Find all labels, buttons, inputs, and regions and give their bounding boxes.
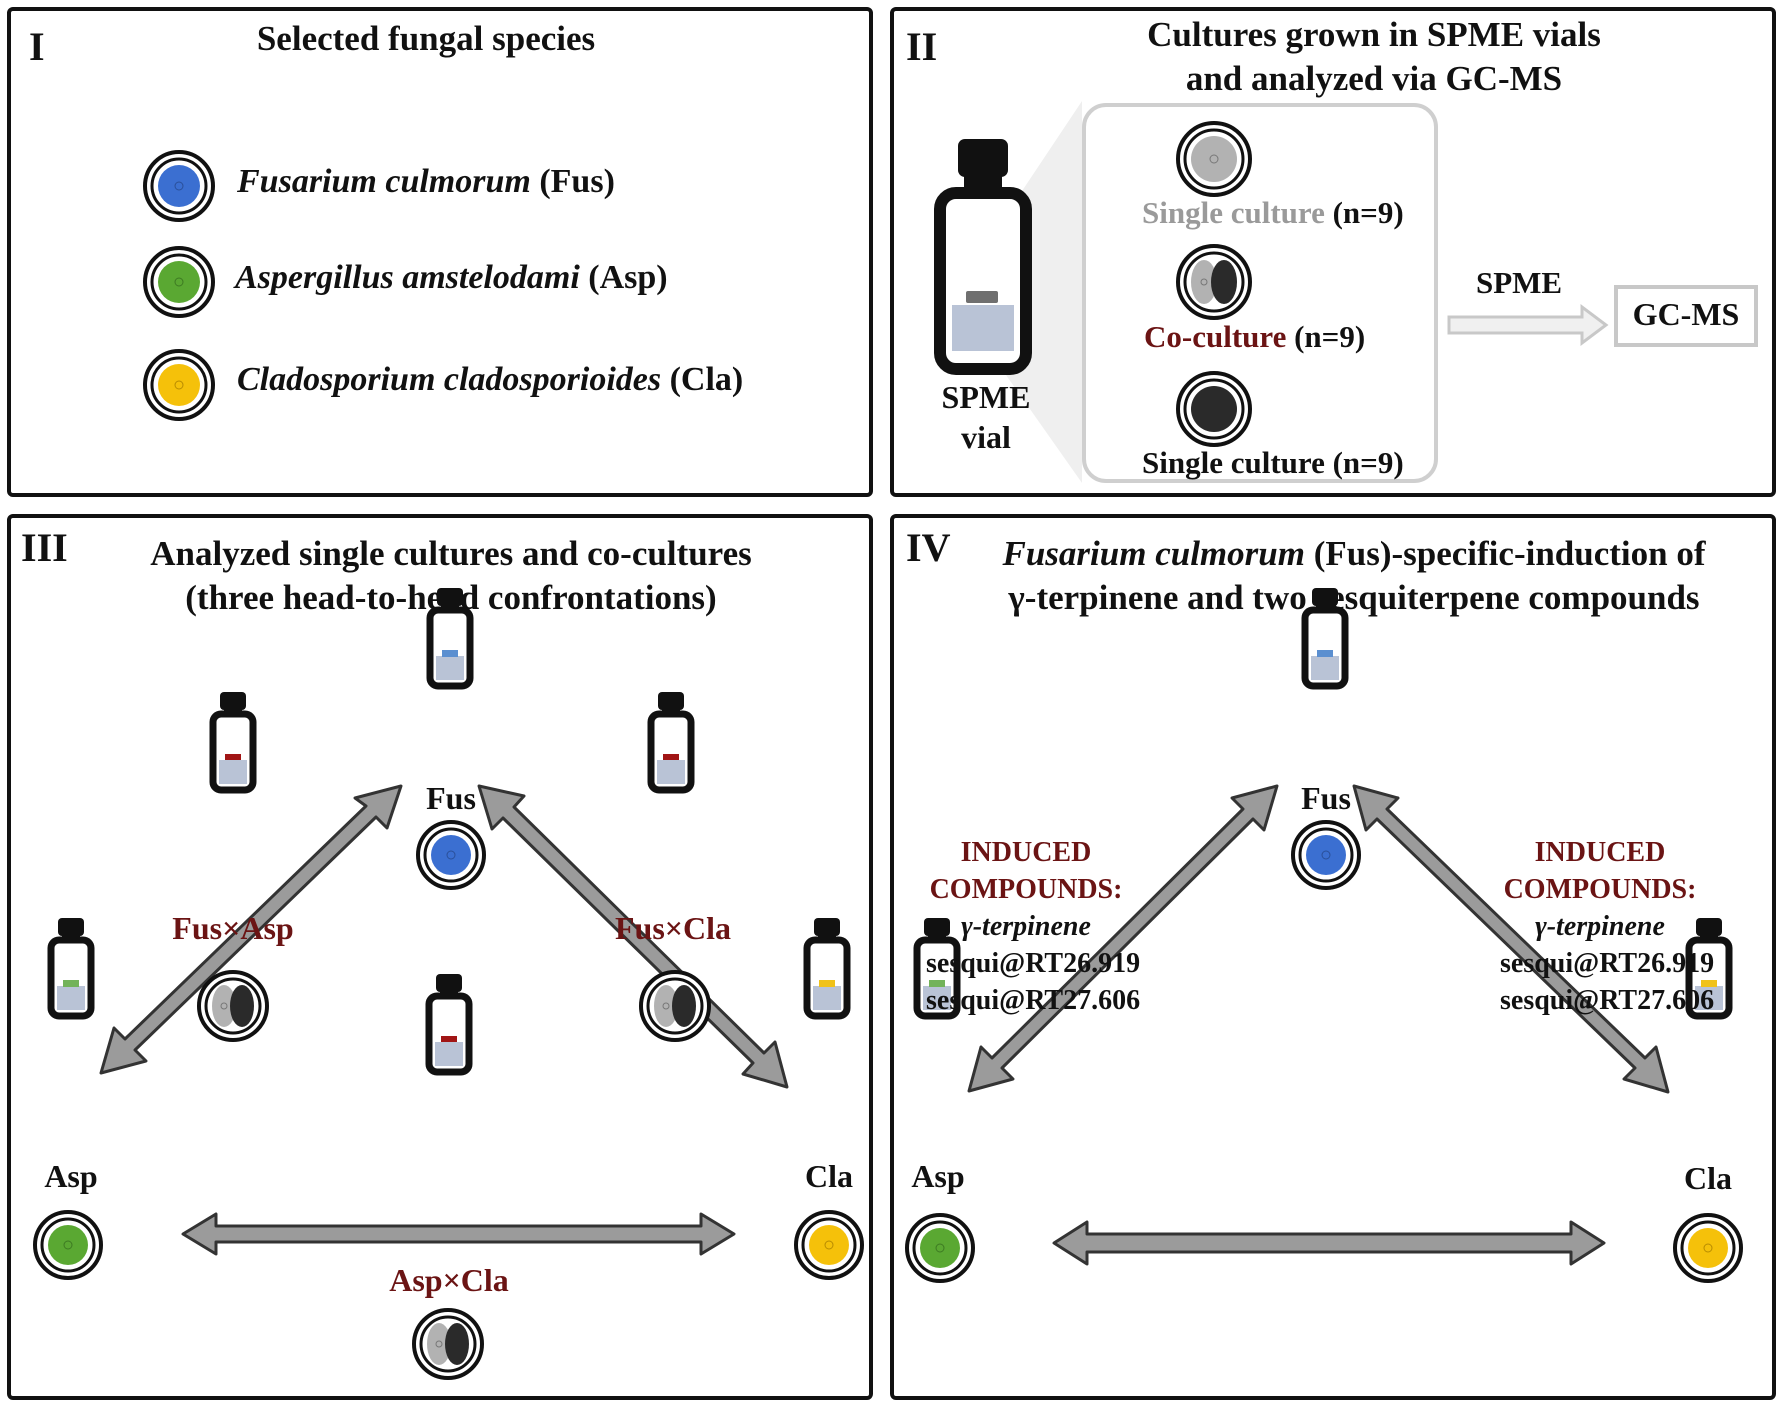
label-fus: Fus (426, 780, 476, 816)
arrow-fus-cla (1352, 784, 1670, 1094)
label-fus-cla: Fus×Cla (614, 910, 732, 946)
panel-title-line2: and analyzed via GC-MS (1185, 59, 1563, 98)
induction-triangle (905, 518, 1743, 1283)
species-name: Cladosporium cladosporioides (237, 361, 662, 398)
panel-number: III (21, 525, 68, 570)
vial-fus-icon (1305, 588, 1345, 686)
fus-cla-coculture-dish-icon (639, 970, 711, 1042)
single-culture-text: Single culture (1142, 195, 1325, 230)
panel-title-line1: Analyzed single cultures and co-cultures (150, 534, 752, 573)
vial-cla-icon (807, 918, 847, 1016)
induced-compounds-right: INDUCED COMPOUNDS: γ-terpinene sesqui@RT… (1500, 834, 1715, 1019)
label-cla: Cla (1684, 1160, 1732, 1196)
fus-dish-icon (1291, 820, 1361, 890)
coculture-dish-icon (1176, 244, 1252, 320)
panel-title-line1: Cultures grown in SPME vials (1147, 15, 1601, 54)
asp-dish-icon (33, 1210, 103, 1280)
fus-asp-coculture-dish-icon (197, 970, 269, 1042)
spme-vial-label: SPME vial (936, 377, 1036, 457)
confrontation-triangle (33, 518, 864, 1380)
spme-vial-label-line2: vial (961, 419, 1011, 455)
asp-dish-icon (143, 246, 215, 318)
compound-sesqui-26919: sesqui@RT26.919 (1500, 948, 1715, 979)
vial-cla-icon (1689, 918, 1729, 1016)
panel-selected-species: I Selected fungal species Fusarium culmo… (7, 7, 873, 497)
spme-vial-label-line1: SPME (941, 379, 1031, 415)
label-cla: Cla (805, 1158, 853, 1194)
fus-dish-icon (143, 150, 215, 222)
single-culture-label-top: Single culture (n=9) (1142, 195, 1404, 231)
vial-asp-icon (51, 918, 91, 1016)
coculture-text: Co-culture (1144, 319, 1287, 354)
title-rest: (Fus)-specific-induction of (1304, 534, 1706, 573)
gcms-box (1614, 285, 1758, 347)
panel-title: Cultures grown in SPME vials and analyze… (1054, 13, 1694, 101)
replicate-count: (n=9) (1332, 445, 1404, 480)
panel-fus-induction: IV Fusarium culmorum (Fus)-specific-indu… (890, 514, 1776, 1400)
induced-heading-line1: INDUCED (960, 837, 1092, 868)
panel-spme-gcms: II Cultures grown in SPME vials and anal… (890, 7, 1776, 497)
asp-cla-coculture-dish-icon (412, 1308, 484, 1380)
induced-heading-line1: INDUCED (1534, 837, 1666, 868)
asp-dish-icon (905, 1213, 975, 1283)
title-species: Fusarium culmorum (1002, 534, 1305, 573)
cla-dish-icon (794, 1210, 864, 1280)
species-fus: Fusarium culmorum (Fus) (237, 163, 615, 201)
single-culture-black-dish-icon (1176, 371, 1252, 447)
label-fus-asp: Fus×Asp (172, 910, 294, 946)
compound-gamma-terpinene: γ-terpinene (1535, 911, 1665, 942)
arrow-fus-asp (99, 784, 403, 1075)
arrow-fus-asp (967, 784, 1279, 1093)
label-asp: Asp (44, 1158, 98, 1194)
species-cla: Cladosporium cladosporioides (Cla) (237, 361, 743, 399)
compound-sesqui-27606: sesqui@RT27.606 (926, 985, 1141, 1016)
arrow-asp-cla (181, 1212, 736, 1256)
arrow-asp-cla (1052, 1220, 1606, 1266)
panel-number: IV (906, 525, 951, 570)
coculture-label: Co-culture (n=9) (1144, 319, 1365, 355)
induced-compounds-left: INDUCED COMPOUNDS: γ-terpinene sesqui@RT… (926, 834, 1141, 1019)
culture-frame (1082, 103, 1438, 483)
spme-vial-icon (934, 139, 1032, 375)
label-fus: Fus (1301, 780, 1351, 816)
species-name: Fusarium culmorum (237, 163, 531, 200)
panel-number: I (29, 24, 45, 69)
vial-fus-cla-icon (651, 692, 691, 790)
compound-sesqui-26919: sesqui@RT26.919 (926, 948, 1141, 979)
species-abbr: (Fus) (539, 163, 615, 200)
spme-arrow-label: SPME (1476, 265, 1563, 300)
species-abbr: (Cla) (669, 361, 744, 398)
vial-asp-icon (917, 918, 957, 1016)
vial-asp-cla-icon (429, 974, 469, 1072)
compound-sesqui-27606: sesqui@RT27.606 (1500, 985, 1715, 1016)
replicate-count: (n=9) (1294, 319, 1366, 354)
gcms-label: GC-MS (1632, 296, 1740, 332)
panel-title-line1: Fusarium culmorum (Fus)-specific-inducti… (954, 532, 1754, 576)
species-asp: Aspergillus amstelodami (Asp) (235, 259, 668, 297)
label-asp-cla: Asp×Cla (389, 1262, 509, 1298)
induced-heading-line2: COMPOUNDS: (1503, 874, 1697, 905)
cla-dish-icon (143, 349, 215, 421)
species-dish-icons (143, 150, 215, 421)
panel-number: II (906, 24, 938, 69)
panel-title: Fusarium culmorum (Fus)-specific-inducti… (954, 532, 1754, 620)
compound-gamma-terpinene: γ-terpinene (961, 911, 1091, 942)
vial-fus-icon (430, 588, 470, 686)
spme-workflow-graphic (934, 101, 1758, 483)
species-abbr: (Asp) (588, 259, 668, 296)
label-asp: Asp (911, 1158, 965, 1194)
induced-heading-line2: COMPOUNDS: (929, 874, 1123, 905)
spme-arrow (1447, 304, 1609, 346)
panel-title: Selected fungal species (256, 19, 596, 58)
vial-fus-asp-icon (213, 692, 253, 790)
species-name: Aspergillus amstelodami (235, 259, 580, 296)
single-culture-grey-dish-icon (1176, 121, 1252, 197)
single-culture-text: Single culture (1142, 445, 1325, 480)
fus-dish-icon (416, 820, 486, 890)
single-culture-label-bottom: Single culture (n=9) (1142, 445, 1404, 481)
panel-confrontations: III Analyzed single cultures and co-cult… (7, 514, 873, 1400)
replicate-count: (n=9) (1332, 195, 1404, 230)
panel-title-line2: γ-terpinene and two sesquiterpene compou… (1008, 578, 1700, 617)
cla-dish-icon (1673, 1213, 1743, 1283)
